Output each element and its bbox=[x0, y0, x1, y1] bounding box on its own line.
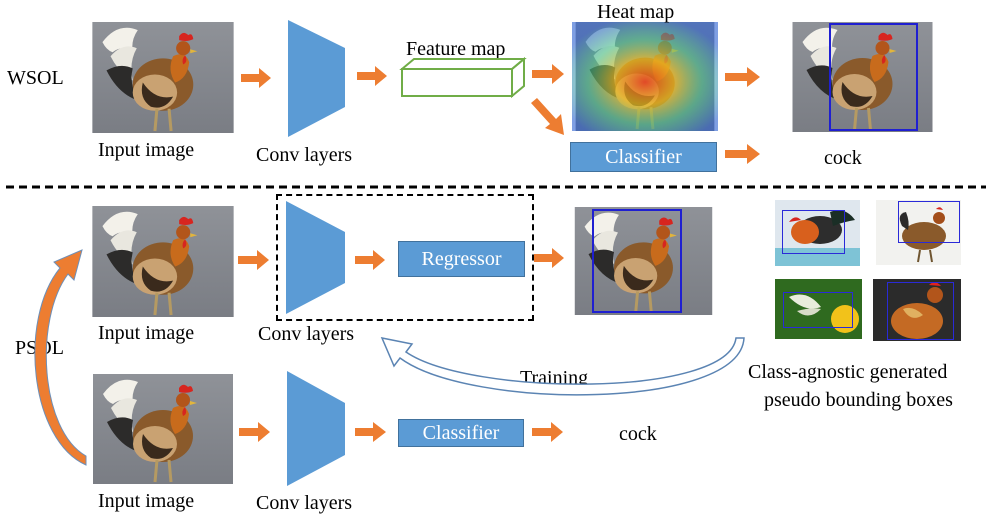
psol-conv-label-top: Conv layers bbox=[258, 323, 355, 345]
psol-output-label: cock bbox=[619, 423, 657, 445]
wsol-conv-label: Conv layers bbox=[256, 144, 353, 166]
wsol-feature-map-shape bbox=[399, 56, 527, 99]
psol-conv-label-bottom: Conv layers bbox=[256, 492, 353, 514]
pseudo-bbox-3 bbox=[783, 292, 853, 328]
psol-output-bbox bbox=[592, 209, 682, 313]
pseudo-bbox-4 bbox=[887, 282, 954, 340]
psol-conv-layer-shape-bottom bbox=[287, 371, 345, 486]
psol-conv-layer-shape-top bbox=[286, 201, 345, 314]
pseudo-caption-line1: Class-agnostic generated bbox=[748, 361, 948, 383]
wsol-input-label: Input image bbox=[98, 139, 195, 161]
wsol-heat-map-image bbox=[572, 22, 718, 131]
wsol-classifier-label: Classifier bbox=[605, 145, 682, 168]
wsol-classifier-box: Classifier bbox=[570, 142, 717, 172]
psol-classifier-label: Classifier bbox=[422, 421, 500, 444]
pseudo-thumb-rooster-1 bbox=[775, 200, 860, 266]
psol-trainable-region bbox=[276, 194, 534, 321]
wsol-label: WSOL bbox=[7, 67, 64, 89]
psol-input-label-bottom: Input image bbox=[98, 490, 195, 512]
psol-regressor-box: Regressor bbox=[398, 241, 525, 277]
wsol-feature-map-label: Feature map bbox=[406, 38, 506, 60]
pseudo-bbox-1 bbox=[782, 210, 845, 254]
psol-regressor-label: Regressor bbox=[421, 247, 502, 270]
pseudo-thumb-rooster-3 bbox=[873, 279, 961, 341]
arrows bbox=[238, 64, 760, 442]
wsol-output-bbox bbox=[829, 23, 918, 131]
pseudo-caption-line2: pseudo bounding boxes bbox=[764, 389, 953, 411]
wsol-heat-map-label: Heat map bbox=[597, 1, 675, 23]
psol-curved-arrow-left bbox=[34, 249, 87, 466]
wsol-output-label: cock bbox=[824, 147, 862, 169]
pseudo-bbox-2 bbox=[898, 201, 960, 243]
wsol-conv-layer-shape bbox=[288, 20, 345, 137]
psol-training-arrow bbox=[380, 336, 745, 396]
pseudo-thumb-rooster-2 bbox=[876, 200, 961, 265]
psol-input-label-top: Input image bbox=[98, 322, 195, 344]
psol-classifier-box: Classifier bbox=[398, 419, 524, 447]
